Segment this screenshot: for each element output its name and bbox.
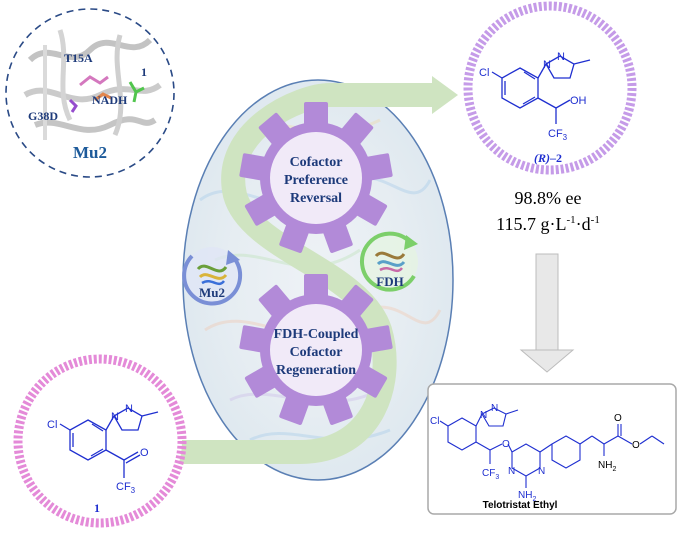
- gear-cofactor-regeneration: FDH-Coupled Cofactor Regeneration: [239, 274, 393, 425]
- gear-bottom-line-1: FDH-Coupled: [274, 327, 359, 342]
- productivity-value: 115.7 g·L-1·d-1: [496, 214, 600, 234]
- product-n2-atom: N: [557, 51, 565, 63]
- gear-cofactor-reversal: Cofactor Preference Reversal: [239, 102, 393, 253]
- substrate-o-atom: O: [140, 447, 149, 459]
- final-ester-o1: O: [614, 413, 622, 424]
- green-arrow-head: [432, 76, 458, 114]
- substrate-structure: [59, 407, 159, 478]
- mu2-cycle-badge: Mu2: [182, 247, 243, 306]
- nadh-label: NADH: [92, 93, 128, 107]
- mutation-g38d-label: G38D: [28, 109, 58, 123]
- substrate-n1-atom: N: [111, 411, 119, 423]
- gear-top-line-3: Reversal: [290, 191, 342, 206]
- protein-structure-image: [23, 29, 162, 140]
- enzyme-structure-panel: T15A G38D NADH 1 Mu2: [5, 8, 175, 178]
- gear-top-line-1: Cofactor: [290, 155, 343, 170]
- fdh-badge-label: FDH: [376, 274, 403, 289]
- substrate-site-label: 1: [141, 65, 147, 79]
- substrate-label: 1: [94, 501, 100, 515]
- final-ring-n2: N: [538, 466, 545, 477]
- final-n1-atom: N: [480, 410, 487, 421]
- final-product-box: Cl N N O CF3 N N NH2 NH2 O O Telotristat…: [427, 383, 677, 515]
- protein-ribbon-icon: [374, 251, 406, 273]
- fdh-cycle-badge: FDH: [360, 231, 418, 292]
- product-cf3-group: CF3: [548, 128, 568, 142]
- gray-down-arrow: [519, 253, 575, 373]
- enzyme-name-label: Mu2: [73, 143, 107, 162]
- gear-bottom-line-3: Regeneration: [276, 363, 356, 378]
- product-oh-group: OH: [570, 95, 587, 107]
- final-o-atom: O: [502, 439, 510, 450]
- product-cl-atom: Cl: [479, 67, 489, 79]
- final-cf3-group: CF3: [482, 468, 499, 481]
- final-ring-n1: N: [508, 466, 515, 477]
- substrate-n2-atom: N: [125, 403, 133, 415]
- gear-bottom-line-2: Cofactor: [290, 345, 343, 360]
- gear-top-line-2: Preference: [284, 173, 348, 188]
- substrate-cl-atom: Cl: [47, 419, 57, 431]
- final-cl-atom: Cl: [430, 416, 439, 427]
- product-label: (R)–2: [534, 151, 562, 165]
- final-n2-atom: N: [491, 403, 498, 414]
- final-ester-o2: O: [632, 440, 640, 451]
- product-n1-atom: N: [543, 59, 551, 71]
- ee-value: 98.8% ee: [515, 188, 582, 208]
- telotristat-structure: [439, 407, 665, 488]
- substrate-cf3-group: CF3: [116, 481, 136, 495]
- substrate-circle: Cl N N O CF3 1: [13, 354, 187, 528]
- final-nh2-amine: NH2: [598, 460, 616, 473]
- green-process-arrow: [178, 83, 432, 464]
- mu2-badge-label: Mu2: [199, 285, 225, 300]
- product-circle: Cl N N OH CF3 (R)–2: [463, 1, 637, 175]
- final-nh2-low: NH2: [518, 490, 536, 503]
- mutation-t15a-label: T15A: [64, 51, 93, 65]
- protein-ribbon-icon: [196, 264, 228, 286]
- product-structure: [491, 55, 591, 124]
- final-product-name: Telotristat Ethyl: [483, 500, 558, 511]
